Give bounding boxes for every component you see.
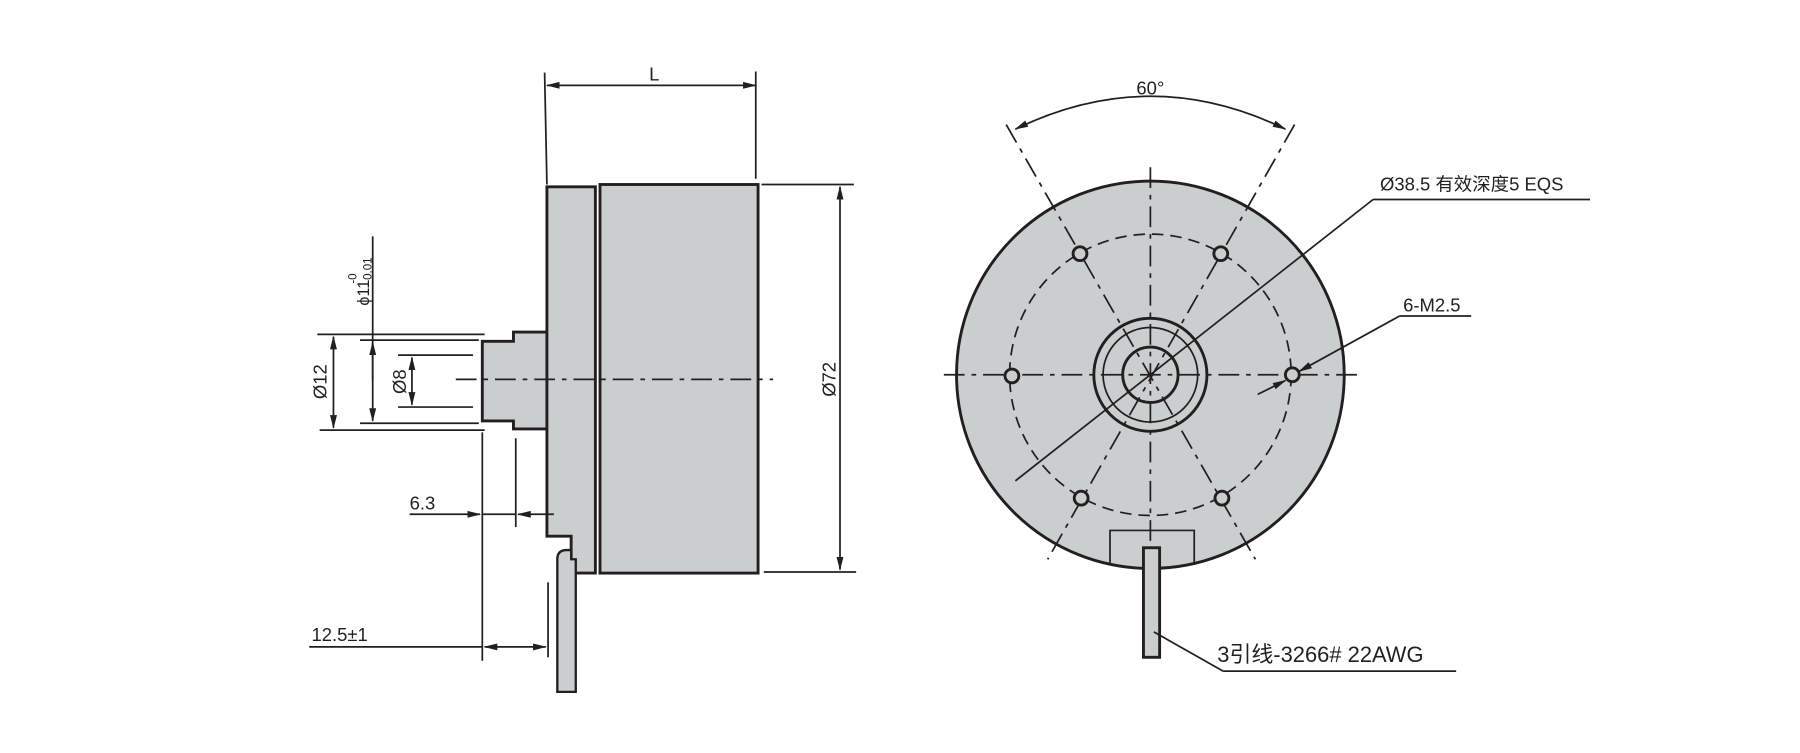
hole (1212, 245, 1230, 263)
holes-note: 6-M2.5 (1403, 294, 1460, 315)
side-view: L Ø72 Ø12 ϕ11 -0 -0.01 Ø8 6.3 (309, 64, 857, 694)
connector (1109, 529, 1196, 566)
hole (1283, 366, 1301, 384)
hole (1003, 367, 1021, 385)
front-view: 60° Ø38.5 有效深度5 EQS 6-M2.5 3引线-3266# 22A… (943, 78, 1590, 672)
hole (1213, 489, 1231, 507)
front-cable (1142, 546, 1162, 659)
dim-body-diameter: Ø72 (818, 362, 839, 397)
svg-text:-0.01: -0.01 (363, 257, 375, 283)
cable-note: 3引线-3266# 22AWG (1217, 642, 1423, 667)
mounting-holes (1003, 245, 1301, 507)
dim-shaft-diameter: Ø8 (389, 369, 410, 394)
dim-flange-diameter: Ø12 (310, 364, 331, 399)
hole (1072, 489, 1090, 507)
dim-hub-length: 6.3 (410, 493, 436, 514)
svg-text:ϕ11: ϕ11 (355, 280, 373, 306)
dim-hub-diameter: ϕ11 -0 -0.01 (348, 257, 375, 305)
cable (556, 548, 577, 694)
hole (1071, 245, 1089, 263)
svg-text:-0: -0 (348, 273, 360, 283)
dim-cable-offset: 12.5±1 (312, 624, 368, 645)
dim-length: L (649, 64, 659, 85)
shaft (480, 330, 549, 431)
bore-note: Ø38.5 有效深度5 EQS (1380, 173, 1563, 194)
dim-angle: 60° (1136, 78, 1164, 99)
